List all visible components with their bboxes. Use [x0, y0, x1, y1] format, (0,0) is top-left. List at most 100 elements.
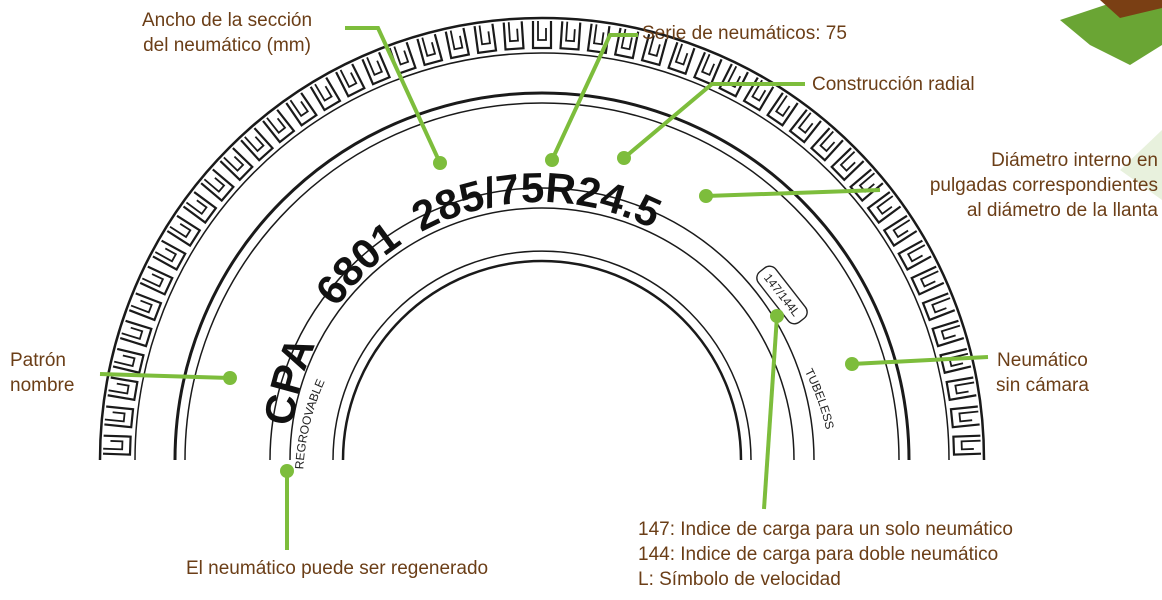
label-load-line-1: 147: Indice de carga para un solo neumát…	[638, 519, 1013, 540]
tread-block-groove	[154, 247, 178, 263]
callout-lines	[99, 26, 989, 550]
tread-block	[952, 434, 982, 456]
tread-block-outline	[952, 434, 982, 456]
tread-block-groove	[592, 24, 605, 46]
tread-block-outline	[361, 51, 392, 86]
tread-block-outline	[559, 21, 582, 51]
tread-block-outline	[667, 41, 696, 76]
tread-block-groove	[130, 299, 153, 314]
tread-block-outline	[692, 51, 723, 86]
tread-block	[309, 77, 342, 112]
tread-block-outline	[104, 405, 135, 429]
tread-block-outline	[949, 405, 980, 429]
load-index-frame	[756, 265, 808, 325]
tread-block-groove	[169, 223, 192, 239]
tread-block-outline	[788, 109, 822, 144]
tread-block	[882, 214, 918, 248]
callout-dot-radial	[617, 151, 631, 165]
label-tubeless-line-1: Neumático	[997, 350, 1088, 371]
tread-block-outline	[166, 214, 202, 248]
tread-block-outline	[309, 77, 342, 112]
tread-block	[473, 23, 498, 55]
corner-brown-shape	[1100, 0, 1162, 18]
tread-block	[830, 147, 865, 182]
tread-block	[166, 214, 202, 248]
tread-block-outline	[945, 376, 977, 402]
tread-block-groove	[104, 411, 126, 423]
tread-block	[667, 41, 696, 76]
tread-block	[416, 33, 444, 67]
tread-block-groove	[774, 95, 791, 118]
tread-block-groove	[839, 151, 856, 172]
tread-block	[502, 21, 525, 51]
tread-block	[718, 63, 749, 98]
tread-block-outline	[416, 33, 444, 67]
tread-block-groove	[565, 21, 576, 43]
tread-block-groove	[674, 43, 689, 66]
tread-block-groove	[876, 195, 894, 216]
label-tubeless-line-2: sin cámara	[996, 375, 1089, 396]
tread-block	[240, 127, 275, 162]
tread-block	[119, 319, 153, 348]
tread-block-outline	[262, 109, 296, 144]
callout-dot-pattern	[223, 371, 237, 385]
tread-block	[586, 23, 611, 55]
label-diameter: Diámetro interno en pulgadas correspondi…	[930, 148, 1158, 223]
tread-block	[112, 347, 145, 375]
tread-block	[809, 127, 844, 162]
tread-block-outline	[613, 27, 640, 60]
label-load-line-3: L: Símbolo de velocidad	[638, 569, 841, 590]
tread-block	[939, 347, 972, 375]
tread-block-outline	[335, 63, 366, 98]
shoulder-inner-line	[184, 102, 900, 461]
tread-block	[742, 77, 775, 112]
tread-block-outline	[586, 23, 611, 55]
tread-block-outline	[718, 63, 749, 98]
tread-block	[361, 51, 392, 86]
label-section-width-line-2: del neumático (mm)	[143, 35, 311, 56]
callout-line-section-width	[345, 26, 442, 164]
tread-block-groove	[960, 439, 981, 451]
tread-block	[559, 21, 582, 51]
tread-block	[262, 109, 296, 144]
tread-block	[285, 92, 318, 127]
tread-block-groove	[751, 79, 767, 102]
tread-block-groove	[940, 324, 961, 341]
tread-block-groove	[958, 410, 979, 423]
tread-block-outline	[502, 21, 525, 51]
tread-block	[182, 191, 218, 225]
label-pattern: Patrón nombre	[10, 348, 74, 398]
label-tubeless: Neumático sin cámara	[996, 348, 1089, 398]
tread-block	[102, 434, 132, 456]
tread-block-outline	[200, 168, 235, 203]
tread-block	[921, 292, 956, 322]
corner-green-shape	[1060, 0, 1162, 65]
callout-dot-regroove	[280, 464, 294, 478]
label-diameter-line-2: pulgadas correspondientes	[929, 175, 1158, 196]
tread-block-groove	[141, 273, 165, 288]
tread-block-outline	[809, 127, 844, 162]
tread-block-groove	[289, 99, 310, 118]
tread-block-groove	[919, 270, 939, 288]
tread-block-outline	[866, 191, 902, 225]
callout-line-radial	[622, 82, 805, 160]
tread-block-groove	[244, 136, 265, 153]
tread-block	[640, 33, 668, 67]
label-section-width: Ancho de la sección del neumático (mm)	[142, 8, 312, 58]
tread-block-outline	[285, 92, 318, 127]
tread-block	[335, 63, 366, 98]
tread-block-groove	[393, 46, 410, 66]
tread-block-groove	[797, 112, 814, 134]
tread-block-groove	[108, 382, 130, 395]
tread-block-groove	[620, 28, 633, 51]
tread-block-outline	[139, 265, 174, 296]
tread-block-outline	[897, 239, 932, 271]
tread-block	[766, 92, 799, 127]
tread-block-groove	[892, 219, 911, 239]
bead-line	[332, 250, 752, 461]
tread-block-groove	[931, 297, 951, 314]
tread-block-groove	[266, 117, 287, 134]
tread-block	[692, 51, 723, 86]
tread-block-groove	[819, 130, 836, 153]
